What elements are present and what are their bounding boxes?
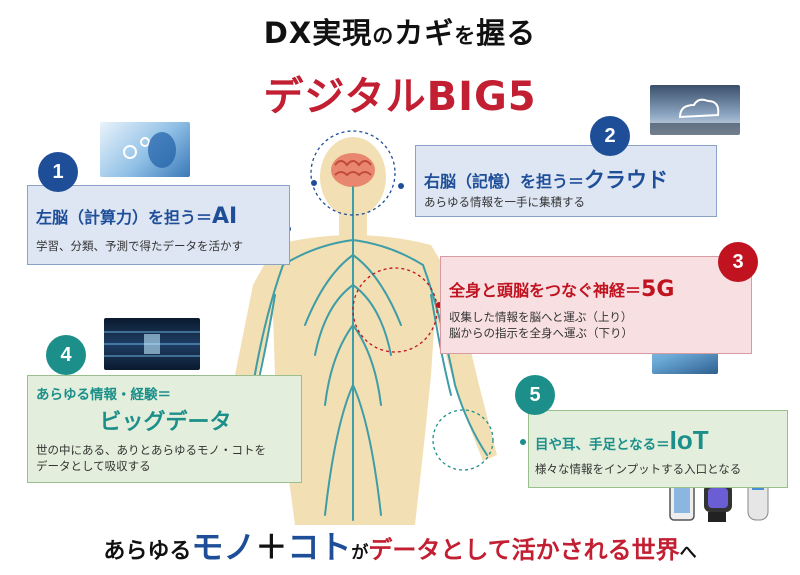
card-cloud-title: 右脳（記憶）を担う＝クラウド: [424, 168, 669, 192]
card-5g-desc-1: 収集した情報を脳へと運ぶ（上り）: [449, 310, 633, 324]
ai-thumbnail: [100, 122, 190, 177]
connector-dot: [520, 439, 526, 445]
5g-label: 5G: [641, 277, 675, 302]
card-cloud: 右脳（記憶）を担う＝クラウド あらゆる情報を一手に集積する: [415, 145, 717, 217]
card-big-data-desc-2: データとして吸収する: [36, 459, 151, 473]
connector-dot: [398, 183, 404, 189]
card-5g-desc-2: 脳からの指示を全身へ運ぶ（下り）: [449, 326, 633, 340]
card-big-data-title-a: あらゆる情報・経験＝: [36, 387, 171, 403]
tagline-koto: コト: [287, 528, 352, 566]
tagline-mono: モノ: [191, 528, 256, 566]
big-data-thumbnail: [104, 318, 200, 370]
badge-4: 4: [46, 335, 86, 375]
title-part: カギ: [394, 16, 455, 50]
badge-3: 3: [718, 242, 758, 282]
page-title: DX実現のカギを握る: [0, 10, 800, 52]
cloud-thumbnail: [650, 85, 740, 135]
card-big-data-desc-1: 世の中にある、ありとあらゆるモノ・コトを: [36, 443, 266, 457]
big-data-label: ビッグデータ: [99, 410, 232, 435]
cloud-label: クラウド: [584, 168, 669, 192]
iot-label: IoT: [669, 425, 709, 455]
card-iot-desc: 様々な情報をインプットする入口となる: [535, 462, 742, 476]
title-part: を: [454, 24, 477, 48]
card-ai-title: 左脳（計算力）を担う＝AI: [36, 204, 238, 229]
bottom-tagline: あらゆるモノ＋コトがデータとして活かされる世界へ: [103, 528, 697, 566]
badge-5: 5: [515, 375, 555, 415]
card-5g-title: 全身と頭脳をつなぐ神経＝5G: [449, 277, 675, 302]
card-iot: 目や耳、手足となる＝IoT 様々な情報をインプットする入口となる: [528, 410, 788, 488]
card-5g: 全身と頭脳をつなぐ神経＝5G 収集した情報を脳へと運ぶ（上り） 脳からの指示を全…: [440, 256, 752, 354]
brain-icon: [331, 153, 375, 187]
card-iot-title: 目や耳、手足となる＝IoT: [535, 425, 709, 455]
page-subtitle: デジタルBIG5: [263, 74, 537, 120]
title-part: 握る: [476, 16, 537, 50]
connector-dot: [436, 302, 442, 308]
badge-2: 2: [590, 116, 630, 156]
card-cloud-desc: あらゆる情報を一手に集積する: [424, 195, 585, 209]
card-ai: 左脳（計算力）を担う＝AI 学習、分類、予測で得たデータを活かす: [27, 185, 290, 265]
connector-dot: [311, 180, 317, 186]
tagline-world: データとして活かされる世界: [368, 536, 680, 564]
badge-1: 1: [38, 152, 78, 192]
ai-label: AI: [212, 204, 238, 229]
card-big-data: あらゆる情報・経験＝ ビッグデータ 世の中にある、ありとあらゆるモノ・コトを デ…: [27, 375, 302, 483]
iot-devices-icon: [669, 474, 769, 522]
title-part: の: [372, 24, 395, 48]
title-part: DX実現: [263, 16, 373, 50]
card-ai-desc: 学習、分類、予測で得たデータを活かす: [36, 239, 243, 253]
